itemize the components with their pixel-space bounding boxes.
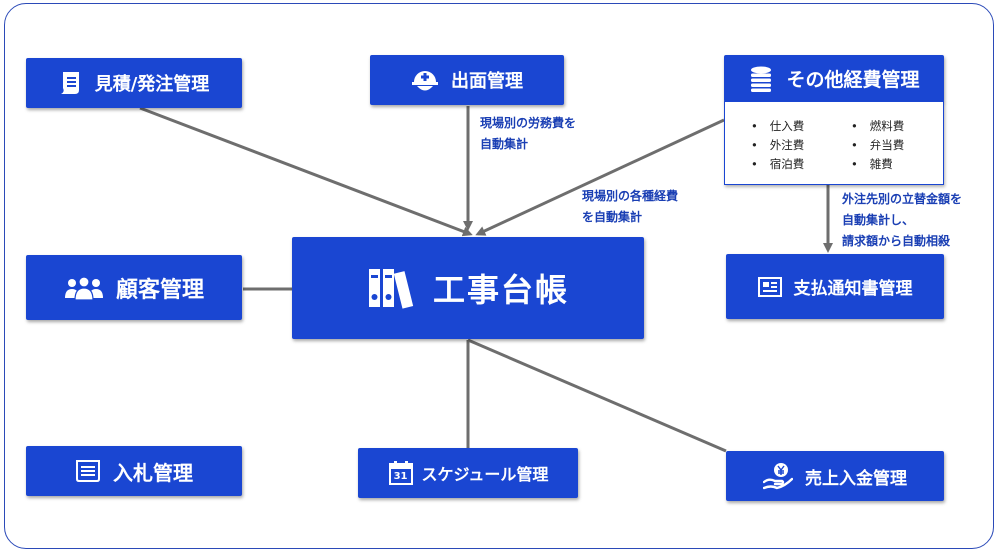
expense-note: 現場別の各種経費 を自動集計	[582, 186, 678, 228]
payment-offset-note: 外注先別の立替金額を 自動集計し、 請求額から自動相殺	[842, 189, 962, 252]
yen-hand-icon	[763, 462, 793, 490]
note-line: 自動集計	[480, 137, 529, 151]
expense-item: 燃料費	[851, 118, 905, 134]
note-line: 外注先別の立替金額を	[842, 192, 963, 206]
note-line: を自動集計	[582, 210, 643, 224]
expense-item: 宿泊費	[751, 156, 805, 172]
schedule-label: スケジュール管理	[421, 465, 549, 484]
line-center-to-sales	[467, 338, 727, 453]
other-expenses-box[interactable]: その他経費管理	[724, 55, 944, 102]
coins-icon	[748, 65, 774, 93]
diagram-frame	[4, 3, 994, 549]
note-line: 現場別の各種経費	[582, 189, 679, 203]
customer-box[interactable]: 顧客管理	[26, 255, 242, 320]
expense-item: 外注費	[751, 137, 805, 153]
attendance-box[interactable]: 出面管理	[370, 55, 564, 105]
sales-payment-box[interactable]: 売上入金管理	[726, 451, 944, 501]
bidding-box[interactable]: 入札管理	[26, 446, 242, 496]
expense-item: 雑費	[851, 156, 893, 172]
schedule-box[interactable]: 31 スケジュール管理	[358, 448, 578, 498]
other-expenses-label: その他経費管理	[786, 69, 920, 91]
customer-label: 顧客管理	[115, 277, 204, 303]
list-document-icon	[75, 459, 101, 483]
center-ledger-box[interactable]: 工事台帳	[292, 237, 644, 339]
note-line: 自動集計し、	[842, 213, 915, 227]
attendance-label: 出面管理	[451, 71, 523, 92]
line-expenses-to-center	[475, 118, 725, 236]
expense-item: 弁当費	[851, 137, 905, 153]
document-icon	[59, 70, 83, 96]
payment-notice-label: 支払通知書管理	[793, 279, 913, 299]
center-ledger-label: 工事台帳	[432, 271, 569, 309]
calendar-icon: 31	[388, 460, 414, 486]
estimate-order-box[interactable]: 見積/発注管理	[26, 58, 242, 108]
helmet-icon	[411, 67, 439, 93]
payment-notice-box[interactable]: 支払通知書管理	[726, 254, 944, 319]
calendar-day: 31	[393, 471, 408, 482]
line-estimate-to-center	[139, 106, 473, 237]
labor-cost-note: 現場別の労務費を 自動集計	[480, 113, 576, 155]
note-line: 請求額から自動相殺	[842, 234, 951, 248]
estimate-order-label: 見積/発注管理	[94, 74, 210, 95]
expense-item: 仕入費	[751, 118, 805, 134]
bidding-label: 入札管理	[113, 460, 193, 485]
invoice-icon	[757, 276, 782, 297]
expense-items-panel: 仕入費 燃料費 外注費 弁当費 宿泊費 雑費	[724, 101, 944, 185]
users-icon	[64, 275, 104, 300]
sales-payment-label: 売上入金管理	[805, 468, 907, 489]
binders-icon	[367, 267, 415, 309]
note-line: 現場別の労務費を	[480, 116, 577, 130]
